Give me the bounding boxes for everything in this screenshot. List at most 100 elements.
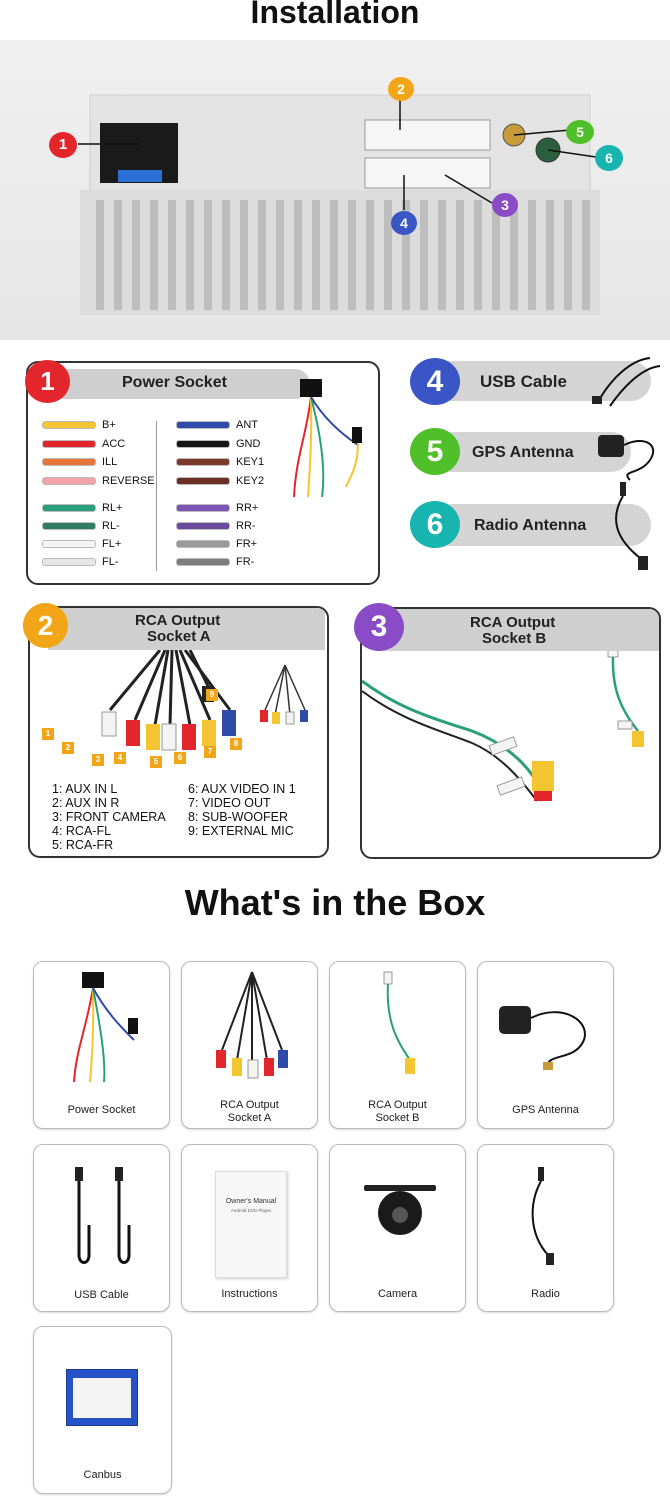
rca-a-tag-7: 7 (204, 746, 216, 758)
wire-label: FR- (236, 556, 255, 568)
wire-row: RL- (42, 519, 120, 533)
canbus-box (66, 1369, 138, 1426)
wire-label: KEY2 (236, 475, 265, 487)
wire-color-swatch (176, 440, 230, 448)
rca-b-title-line2: Socket B (482, 630, 547, 647)
power-socket-title: Power Socket (122, 374, 227, 391)
rca-b-title-line1: RCA Output (470, 614, 556, 631)
power-harness-image (293, 379, 362, 498)
callout-1: 1 (49, 132, 77, 158)
wire-color-swatch (176, 540, 230, 548)
box-item-label-2: Socket B (375, 1112, 420, 1124)
manual-booklet: Owner's Manual Android DVD Player (215, 1171, 287, 1278)
wire-label: ANT (236, 419, 258, 431)
wire-label: REVERSE (102, 475, 155, 487)
wire-color-swatch (42, 558, 96, 566)
rca-a-title-line2: Socket A (147, 628, 211, 645)
rca-a-tag-8: 8 (230, 738, 242, 750)
usb-cable-badge: 4 (410, 358, 460, 405)
wire-color-swatch (42, 421, 96, 429)
power-socket-header (48, 369, 310, 399)
power-socket-badge: 1 (25, 360, 70, 403)
box-item-rca-b: RCA Output Socket B (329, 961, 466, 1129)
wire-color-swatch (42, 504, 96, 512)
box-usb-cable-image (75, 1167, 131, 1264)
box-item-label: USB Cable (74, 1289, 129, 1301)
rca-a-tag-6: 6 (174, 752, 186, 764)
gps-antenna-title: GPS Antenna (472, 444, 574, 461)
wire-label: RL+ (102, 502, 123, 514)
rca-a-legend-item: 7: VIDEO OUT (188, 796, 271, 810)
wire-row: RR+ (176, 501, 258, 515)
wire-color-swatch (176, 477, 230, 485)
wire-label: FL+ (102, 538, 122, 550)
box-item-rca-a: RCA Output Socket A (181, 961, 318, 1129)
manual-title: Owner's Manual (225, 1198, 277, 1205)
box-item-radio: Radio (477, 1144, 614, 1312)
wire-row: FL+ (42, 537, 121, 551)
wire-label: ACC (102, 438, 126, 450)
callout-5: 5 (566, 120, 594, 144)
radio-antenna-title: Radio Antenna (474, 517, 587, 534)
usb-cable-image (592, 357, 661, 407)
wire-row: GND (176, 437, 260, 451)
rca-a-tag-5: 5 (150, 756, 162, 768)
box-rca-a-image (216, 971, 288, 1079)
wire-color-swatch (176, 558, 230, 566)
wire-color-swatch (176, 458, 230, 466)
rca-a-tag-9: 9 (206, 689, 218, 701)
box-item-label: Canbus (83, 1469, 122, 1481)
whats-in-box-title: What's in the Box (184, 882, 486, 923)
wire-label: RR- (236, 520, 256, 532)
usb-cable-pill (431, 361, 651, 401)
rca-a-badge: 2 (23, 603, 68, 648)
wire-label: RR+ (236, 502, 259, 514)
rca-a-tag-4: 4 (114, 752, 126, 764)
box-item-label-2: Socket A (227, 1112, 272, 1124)
wire-label: ILL (102, 456, 118, 468)
head-unit-illustration (78, 94, 600, 315)
box-item-gps-antenna: GPS Antenna (477, 961, 614, 1129)
wire-row: KEY2 (176, 474, 264, 488)
rca-a-legend-item: 6: AUX VIDEO IN 1 (188, 782, 296, 796)
wire-row: ILL (42, 455, 117, 469)
rca-a-legend-item: 9: EXTERNAL MIC (188, 824, 294, 838)
gps-antenna-image (598, 435, 655, 481)
rca-a-header (48, 608, 325, 650)
box-item-label: Camera (377, 1288, 418, 1300)
box-item-label: RCA Output (220, 1099, 279, 1111)
rca-a-legend-item: 3: FRONT CAMERA (52, 810, 166, 824)
rca-b-badge: 3 (354, 603, 404, 651)
rca-a-legend-item: 5: RCA-FR (52, 838, 114, 852)
box-item-power-socket: Power Socket (33, 961, 170, 1129)
rca-a-tag-1: 1 (42, 728, 54, 740)
wire-color-swatch (176, 504, 230, 512)
radio-antenna-badge: 6 (410, 501, 460, 548)
wire-color-swatch (42, 458, 96, 466)
wire-row: RR- (176, 519, 256, 533)
rca-b-harness-image (362, 651, 644, 802)
box-rca-b-image (383, 971, 415, 1074)
box-radio-image (531, 1167, 554, 1265)
wire-color-swatch (176, 421, 230, 429)
box-item-canbus: Canbus (33, 1326, 172, 1494)
head-unit-rear-image: 1 2 3 4 5 6 (0, 40, 670, 340)
rca-a-tag-2: 2 (62, 742, 74, 754)
box-camera-image (364, 1185, 436, 1235)
wire-row: FR- (176, 555, 254, 569)
rca-a-legend-item: 1: AUX IN L (52, 782, 118, 796)
radio-antenna-image (615, 482, 648, 570)
box-gps-antenna-image (499, 1006, 586, 1071)
box-item-label: GPS Antenna (512, 1104, 579, 1116)
installation-title: Installation (250, 0, 420, 30)
box-item-label: Power Socket (67, 1104, 136, 1116)
canbus-sticker (73, 1378, 131, 1418)
rca-a-tag-3: 3 (92, 754, 104, 766)
rca-a-title-line1: RCA Output (135, 612, 221, 629)
box-item-label: Instructions (221, 1288, 278, 1300)
gps-antenna-badge: 5 (410, 428, 460, 475)
wire-row: ACC (42, 437, 125, 451)
rca-a-legend-item: 4: RCA-FL (52, 824, 112, 838)
box-item-label: RCA Output (368, 1099, 427, 1111)
